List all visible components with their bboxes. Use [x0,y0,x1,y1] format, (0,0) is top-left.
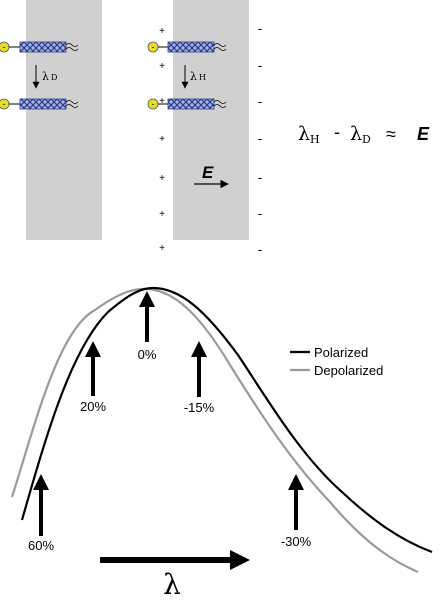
percent-label: 0% [138,347,157,362]
lipid-tail-icon [213,43,227,51]
plus-charge: + [159,26,165,37]
arrow-20: 20% [80,341,106,414]
probe-top: - [147,41,227,53]
percent-label: 20% [80,399,106,414]
spectrum-panel: 60% 20% 0% -15% -30% Polarized Depolar [10,286,433,601]
arrow-minus-15: -15% [184,341,215,415]
plus-charge: + [159,209,165,220]
field-label: E [202,163,214,182]
membrane-slab [173,0,249,240]
minus-charge: - [258,58,262,73]
arrow-0: 0% [138,291,157,362]
wavelength-axis: λ [100,550,250,601]
field-symbol: E [417,124,430,144]
probe-top: - [0,41,79,53]
percent-label: -30% [281,534,312,549]
equation: λH - λD ≈ E [298,122,430,146]
plus-charge: + [159,96,165,107]
lipid-tail-icon [65,43,79,51]
arrow-minus-30: -30% [281,474,312,549]
charge-sign: - [152,42,155,52]
lambda-d: λD [350,123,371,146]
polarized-curve [20,286,433,554]
minus-charge: - [258,242,262,257]
minus-charge: - [258,21,262,36]
legend-label-polarized: Polarized [314,345,368,360]
lambda-axis-label: λ [163,568,181,601]
negative-charges: - - - - - - - [258,21,262,257]
plus-charge: + [159,173,165,184]
charge-sign: - [3,99,6,109]
minus-charge: - [258,206,262,221]
legend-label-depolarized: Depolarized [314,363,383,378]
arrow-60: 60% [28,474,54,553]
depolarized-curve [10,287,419,574]
legend: Polarized Depolarized [290,345,383,378]
charge-sign: - [3,42,6,52]
lambda-h: λH [298,123,320,146]
approx-sign: ≈ [386,124,396,144]
percent-label: 60% [28,538,54,553]
plus-charge: + [159,134,165,145]
charge-sign: - [152,99,155,109]
lipid-tail-icon [65,100,79,108]
percent-label: -15% [184,400,215,415]
probe-bottom: - [147,98,227,110]
lipid-tail-icon [213,100,227,108]
plus-charge: + [159,61,165,72]
minus-charge: - [258,131,262,146]
membrane-slab [26,0,102,240]
probe-bottom: - [0,98,79,110]
plus-charge: + [159,243,165,254]
positive-charges: + + + + + + + [159,26,165,254]
minus-charge: - [258,170,262,185]
minus-sign: - [334,122,340,142]
minus-charge: - [258,94,262,109]
